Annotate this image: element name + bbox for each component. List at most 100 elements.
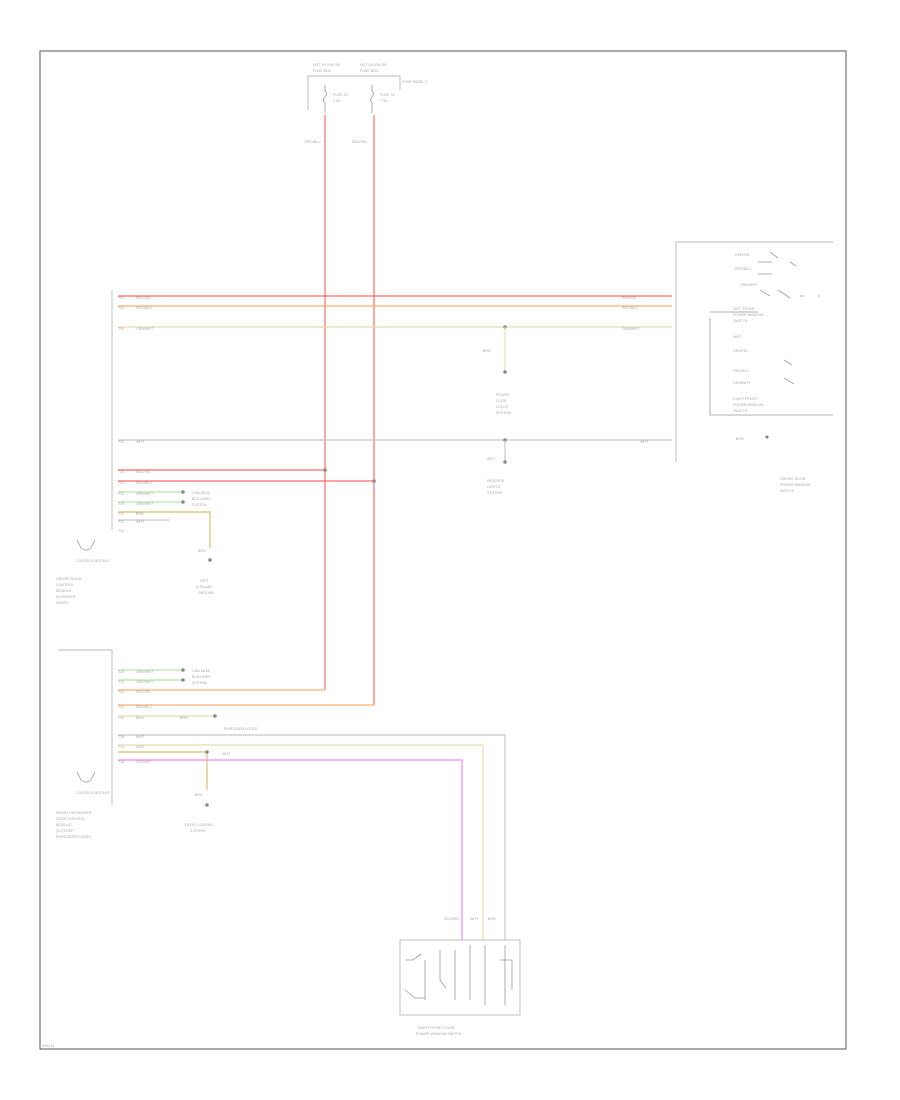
- dsw-inner-3: GRN/WHT: [740, 283, 758, 287]
- wire-top-gray-label-left: WHT: [136, 440, 145, 444]
- driver-ground-label-3: GROUND: [198, 591, 214, 595]
- wire-driver-brn: [118, 511, 211, 548]
- rf-wire-brn: BRN: [488, 917, 496, 921]
- driver-pin-1: T20: [118, 470, 124, 474]
- driver-wire-6: WHT: [136, 520, 145, 524]
- pass-lock-dot: [213, 714, 217, 718]
- dsw-inner-1: RED/YEL: [735, 253, 750, 257]
- wire-top-red-label-right: RED/YEL: [622, 296, 637, 300]
- dsw-inner-right-2: POWER WINDOW: [733, 403, 764, 407]
- pass-wire-8: VIO/WHT: [136, 760, 152, 764]
- pass-wire-3: RED/YEL: [136, 690, 151, 694]
- pass-can-dot-2: [181, 678, 185, 682]
- pin-top-3: T20: [118, 327, 124, 331]
- pass-ground-wire-label: BRN: [195, 793, 203, 797]
- pass-label-1: FRONT PASSENGER: [56, 811, 92, 815]
- pin-top-1: T20: [118, 296, 124, 300]
- driver-can-label-1: CAN DATA: [192, 491, 210, 495]
- rf-wire-wht: WHT: [470, 917, 479, 921]
- pass-can-label-1: CAN DATA: [192, 669, 210, 673]
- rf-switch-contacts: [404, 945, 513, 1005]
- pass-pin-7: T16: [118, 745, 124, 749]
- can-dot-1: [181, 490, 185, 494]
- dsw-inner-mid-3: RED/BLU: [733, 369, 749, 373]
- fuse-left-wire-label: RED/BLU: [305, 140, 321, 144]
- door-locks-label-1: POWER: [496, 393, 510, 397]
- pass-bracket: [118, 734, 506, 940]
- wire-top-tan-label-right: GRN/WHT: [622, 327, 640, 331]
- fuse-right-number: FUSE 31: [380, 93, 395, 97]
- splice-driver-red-blu: [372, 479, 376, 483]
- fuse-right-box-label: FUSE BOX: [360, 69, 379, 73]
- dsw-inner-left-2: POWER WINDOW: [733, 313, 764, 317]
- driver-switch-outline: [675, 241, 833, 462]
- driver-pin-6: T20: [118, 520, 124, 524]
- pass-module-body: CONTROL MODULE: [76, 791, 110, 795]
- driver-wire-1: RED/YEL: [136, 470, 151, 474]
- splice-driver-red-yel: [323, 468, 327, 472]
- driver-label-2: CONTROL: [56, 583, 74, 587]
- door-locks-label-4: SYSTEM: [496, 411, 511, 415]
- door-locks-label-3: LOCKS: [496, 405, 509, 409]
- driver-connector-label: T32: [118, 529, 124, 533]
- driver-label-1: DRIVER DOOR: [56, 577, 82, 581]
- interior-label-3: SYSTEM: [487, 491, 502, 495]
- driver-ground-arrow: [208, 558, 212, 562]
- fuse-right-hot-label: HOT W/ IGN ON: [360, 63, 387, 67]
- fuse-left-hot-label: HOT W/ IGN ON: [313, 63, 340, 67]
- dsw-inner-right-1: RIGHT FRONT: [733, 397, 758, 401]
- pass-wire-5: BRN: [136, 716, 144, 720]
- pass-label-4: (IN FRONT: [56, 829, 75, 833]
- pin-top-4: T20: [118, 440, 124, 444]
- pass-wire-2: GRN/WHT: [136, 680, 154, 684]
- wire-pass-vio: [118, 759, 463, 940]
- pass-ground-arrow: [205, 803, 209, 807]
- pass-wire-6: WHT: [136, 735, 145, 739]
- driver-label-3: MODULE: [56, 589, 72, 593]
- driver-can-label-3: SYSTEM: [192, 503, 207, 507]
- rf-wire-vio: VIO/WHT: [444, 917, 460, 921]
- driver-ground-label-1: LEFT: [200, 579, 210, 583]
- fuse-panel-label: FUSE PANEL C: [402, 80, 428, 84]
- driver-label-4: (IN DRIVER: [56, 595, 76, 599]
- fuse-box: HOT W/ IGN ON FUSE BOX HOT W/ IGN ON FUS…: [305, 63, 428, 144]
- arrow-interior: [503, 460, 507, 464]
- pass-pin-6: T16: [118, 735, 124, 739]
- dsw-inner-right-3: SWITCH: [733, 409, 748, 413]
- wire-top-red-label-left: RED/YEL: [136, 296, 151, 300]
- pass-label-3: MODULE: [56, 823, 72, 827]
- pass-pin-4: T20: [118, 705, 124, 709]
- dsw-inner-left-3: SWITCH: [733, 319, 748, 323]
- pass-ground-label-2: SYSTEM: [190, 829, 205, 833]
- dsw-ground-wire: BRN: [736, 437, 744, 441]
- wire-top-orange-label-right: RED/BLU: [622, 306, 638, 310]
- pass-ground-splice: [205, 750, 209, 754]
- rf-switch-box: [399, 939, 521, 1016]
- dsw-inner-left-1: LEFT FRONT: [733, 307, 756, 311]
- interior-label-1: INTERIOR: [487, 479, 505, 483]
- pass-pin-1: T20: [118, 670, 124, 674]
- driver-wire-2: RED/BLU: [136, 481, 152, 485]
- arrow-door-locks: [503, 370, 507, 374]
- wire-top-gray-label-right: WHT: [640, 440, 649, 444]
- pass-wire-7: WHT: [136, 745, 145, 749]
- fuse-right-amps: 7.5A: [380, 99, 388, 103]
- dsw-label-3: SWITCH: [780, 489, 795, 493]
- dsw-label-2: POWER WINDOW: [780, 483, 811, 487]
- diagram-frame: [39, 50, 847, 1050]
- driver-module-body-1: CONTROL MODULE: [76, 559, 110, 563]
- fuse-left-box-label: FUSE BOX: [313, 69, 332, 73]
- diagram-id: W30/14: [42, 1044, 54, 1048]
- wire-pass-wht-1: [118, 744, 484, 940]
- dsw-inner-2: RED/BLU: [735, 267, 751, 271]
- fuse-right-symbol: [370, 85, 374, 113]
- pass-can-label-2: BUS LINES: [192, 675, 211, 679]
- pin-top-2: T20: [118, 306, 124, 310]
- door-locks-wire-label: BRN: [483, 349, 491, 353]
- pass-pin-8: T16: [118, 760, 124, 764]
- driver-wire-3: GRN/WHT: [136, 492, 154, 496]
- door-locks-label-2: DOOR: [496, 399, 507, 403]
- driver-pin-3: T20: [118, 492, 124, 496]
- dsw-inner-mid-4: GRN/WHT: [733, 381, 751, 385]
